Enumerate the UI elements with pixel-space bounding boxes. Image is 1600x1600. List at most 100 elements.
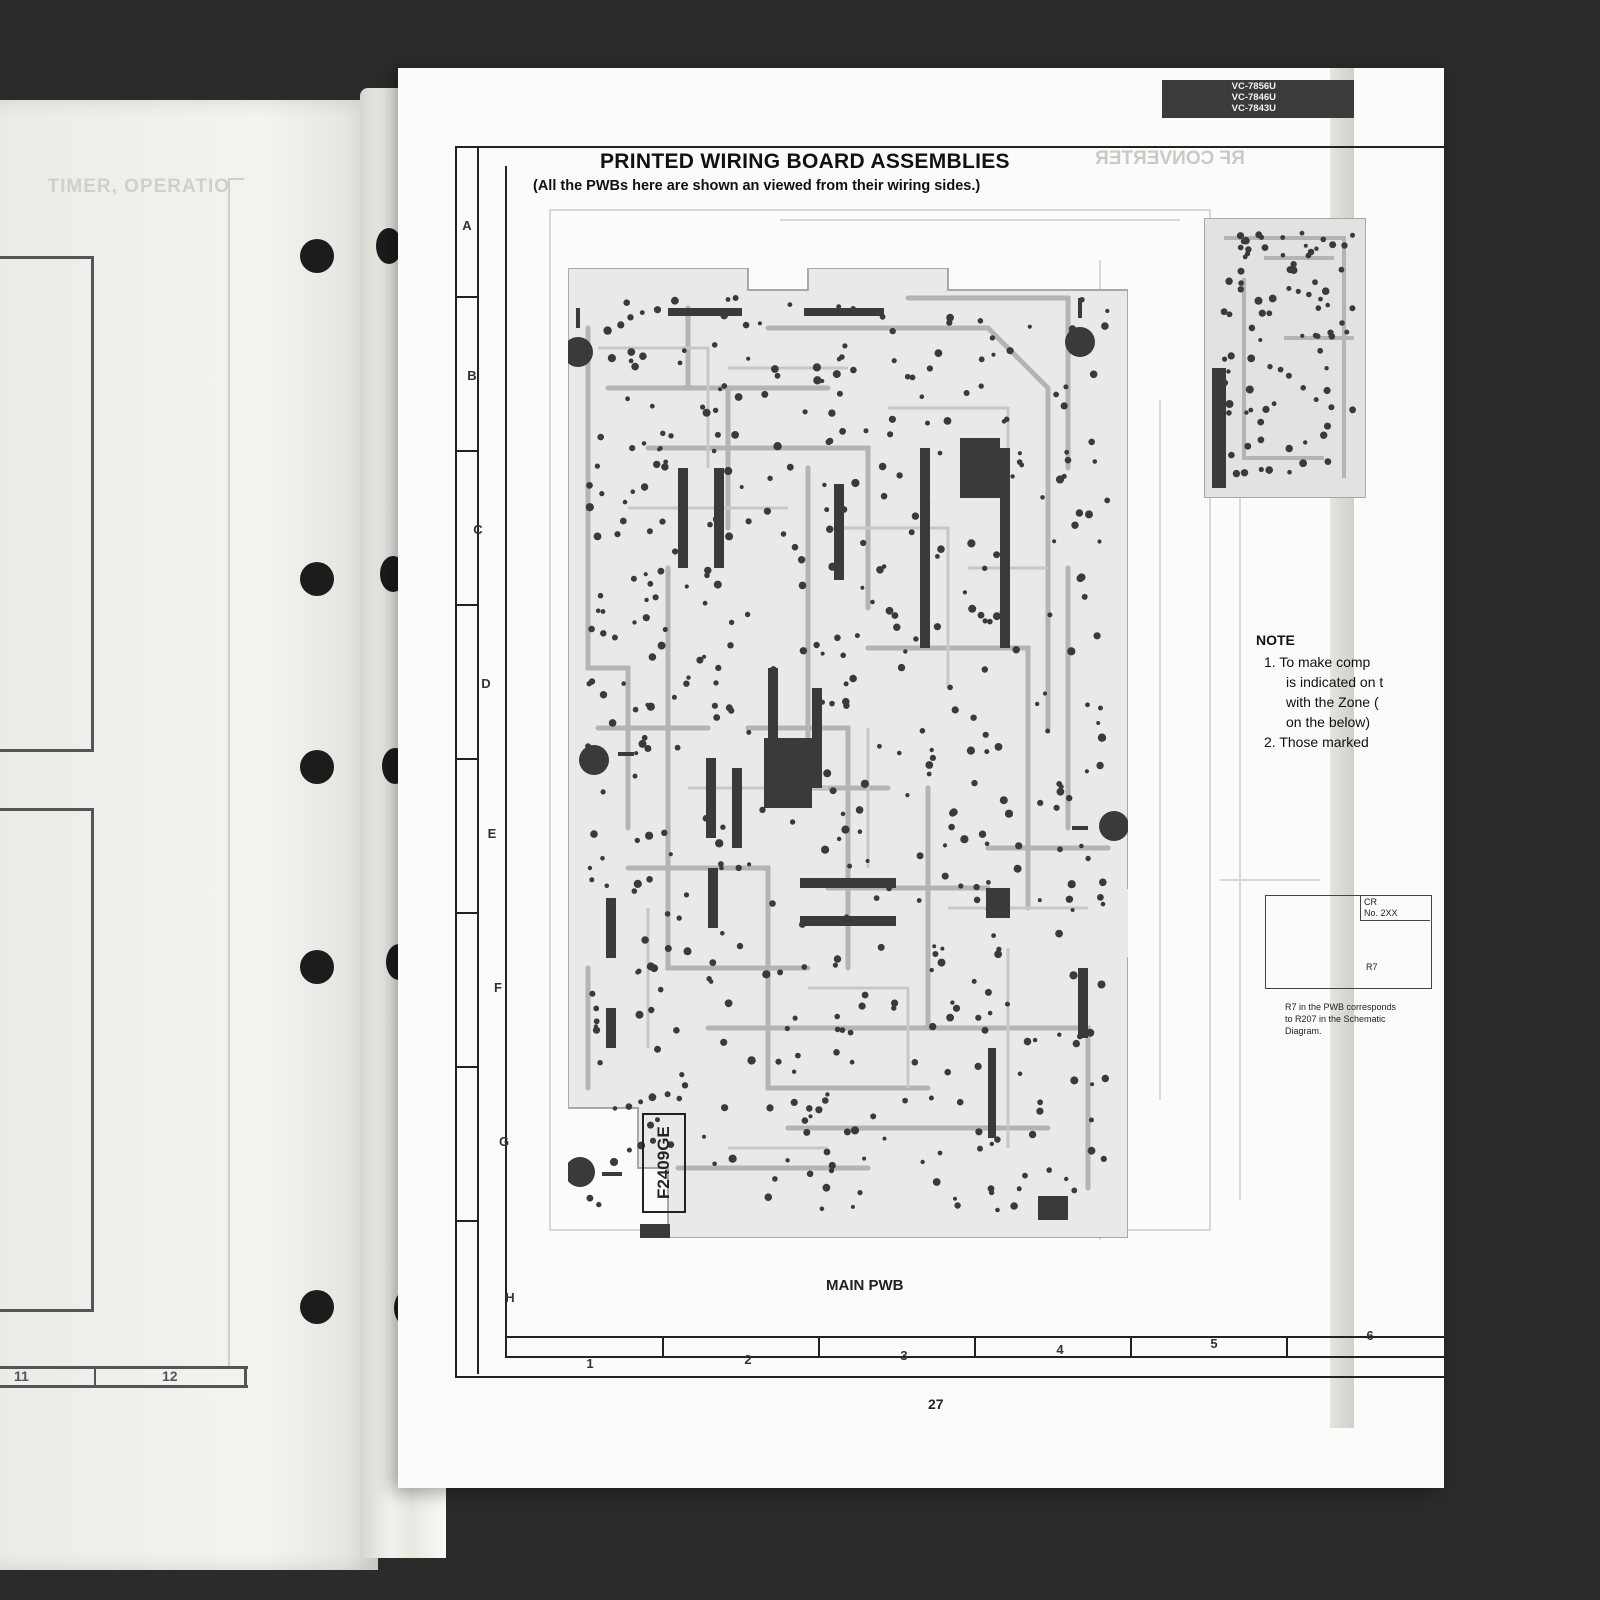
solder-pad	[725, 297, 731, 302]
solder-pad	[673, 1027, 680, 1034]
solder-pad	[1003, 416, 1010, 423]
solder-pad	[711, 448, 717, 454]
solder-pad	[1012, 646, 1020, 654]
solder-pad	[780, 531, 787, 537]
solder-pad	[989, 335, 996, 341]
solder-pad	[641, 441, 647, 446]
solder-pad	[877, 743, 882, 749]
solder-pad	[746, 356, 751, 361]
solder-pad	[819, 699, 825, 705]
solder-pad	[609, 1157, 619, 1167]
zone-tick	[974, 1336, 976, 1356]
solder-pad	[829, 787, 837, 795]
solder-pad	[840, 506, 848, 513]
solder-pad	[1300, 333, 1305, 338]
solder-pad	[1099, 878, 1107, 887]
solder-pad	[587, 865, 593, 871]
cross-reference-caption: R7 in the PWB corresponds	[1285, 1002, 1397, 1012]
solder-pad	[800, 752, 808, 760]
solder-pad	[982, 618, 988, 624]
solder-pad	[706, 976, 712, 982]
solder-pad	[828, 409, 836, 417]
solder-pad	[649, 403, 655, 409]
solder-pad	[879, 313, 886, 320]
zone-column-label: 6	[1366, 1328, 1374, 1343]
solder-pad	[824, 507, 830, 513]
solder-pad	[891, 999, 899, 1007]
solder-pad	[627, 314, 634, 321]
solder-pad	[950, 1000, 955, 1005]
solder-pad	[932, 951, 939, 957]
solder-pad	[974, 1062, 982, 1070]
note-line: is indicated on t	[1286, 674, 1384, 690]
solder-pad	[790, 1098, 798, 1106]
solder-pad	[1226, 369, 1231, 374]
solder-pad	[947, 684, 953, 691]
solder-pad	[742, 321, 750, 329]
solder-pad	[724, 999, 733, 1008]
zone-row-label: B	[467, 368, 477, 383]
solder-pad	[712, 515, 722, 524]
solder-pad	[858, 1002, 866, 1010]
solder-pad	[614, 531, 621, 538]
solder-pad	[629, 445, 636, 452]
zone-row-label: F	[494, 980, 502, 995]
solder-pad	[1262, 405, 1270, 413]
solder-pad	[725, 704, 733, 712]
solder-pad	[607, 354, 616, 363]
solder-pad	[1035, 701, 1040, 707]
solder-pad	[1349, 406, 1356, 414]
solder-pad	[828, 1167, 835, 1174]
solder-pad	[877, 943, 885, 951]
solder-pad	[992, 612, 1001, 621]
solder-pad	[704, 566, 712, 575]
note-line: 2. Those marked	[1264, 734, 1369, 750]
solder-pad	[662, 626, 668, 633]
solder-pad	[1312, 332, 1319, 339]
solder-pad	[1244, 410, 1249, 415]
binder-hole	[300, 239, 334, 273]
solder-pad	[916, 852, 924, 860]
solder-pad	[963, 390, 970, 396]
solder-pad	[641, 936, 649, 944]
solder-pad	[1339, 320, 1345, 326]
solder-pad	[1069, 971, 1078, 980]
solder-pad	[1286, 286, 1292, 291]
solder-pad	[919, 728, 926, 734]
solder-pad	[718, 387, 723, 392]
solder-pad	[1076, 574, 1084, 583]
solder-pad	[622, 499, 628, 505]
solder-pad	[937, 958, 946, 967]
note-title: NOTE	[1256, 632, 1295, 648]
solder-pad	[728, 619, 735, 626]
solder-pad	[1244, 442, 1252, 450]
solder-pad	[1061, 473, 1067, 479]
solder-pad	[881, 564, 887, 569]
solder-pad	[702, 408, 711, 417]
solder-pad	[597, 1060, 603, 1066]
solder-pad	[592, 1026, 601, 1034]
solder-pad	[1065, 895, 1074, 903]
solder-pad	[1005, 1001, 1010, 1007]
solder-pad	[861, 991, 869, 999]
solder-pad	[1245, 246, 1252, 253]
solder-pad	[702, 815, 710, 822]
solder-pad	[1315, 305, 1322, 311]
solder-pad	[1015, 842, 1023, 850]
solder-pad	[968, 604, 977, 613]
solder-pad	[632, 620, 637, 625]
solder-pad	[832, 370, 841, 379]
solder-pad	[943, 417, 952, 425]
solder-pad	[715, 839, 724, 848]
solder-pad	[1104, 497, 1111, 504]
binder-hole	[300, 562, 334, 596]
solder-pad	[1261, 244, 1269, 251]
solder-pad	[626, 1147, 632, 1153]
solder-pad	[664, 945, 672, 952]
solder-pad	[823, 769, 832, 778]
solder-pad	[806, 1105, 813, 1112]
solder-pad	[646, 962, 655, 971]
solder-pad	[721, 383, 728, 389]
solder-pad	[759, 806, 766, 814]
solder-pad	[978, 356, 985, 363]
